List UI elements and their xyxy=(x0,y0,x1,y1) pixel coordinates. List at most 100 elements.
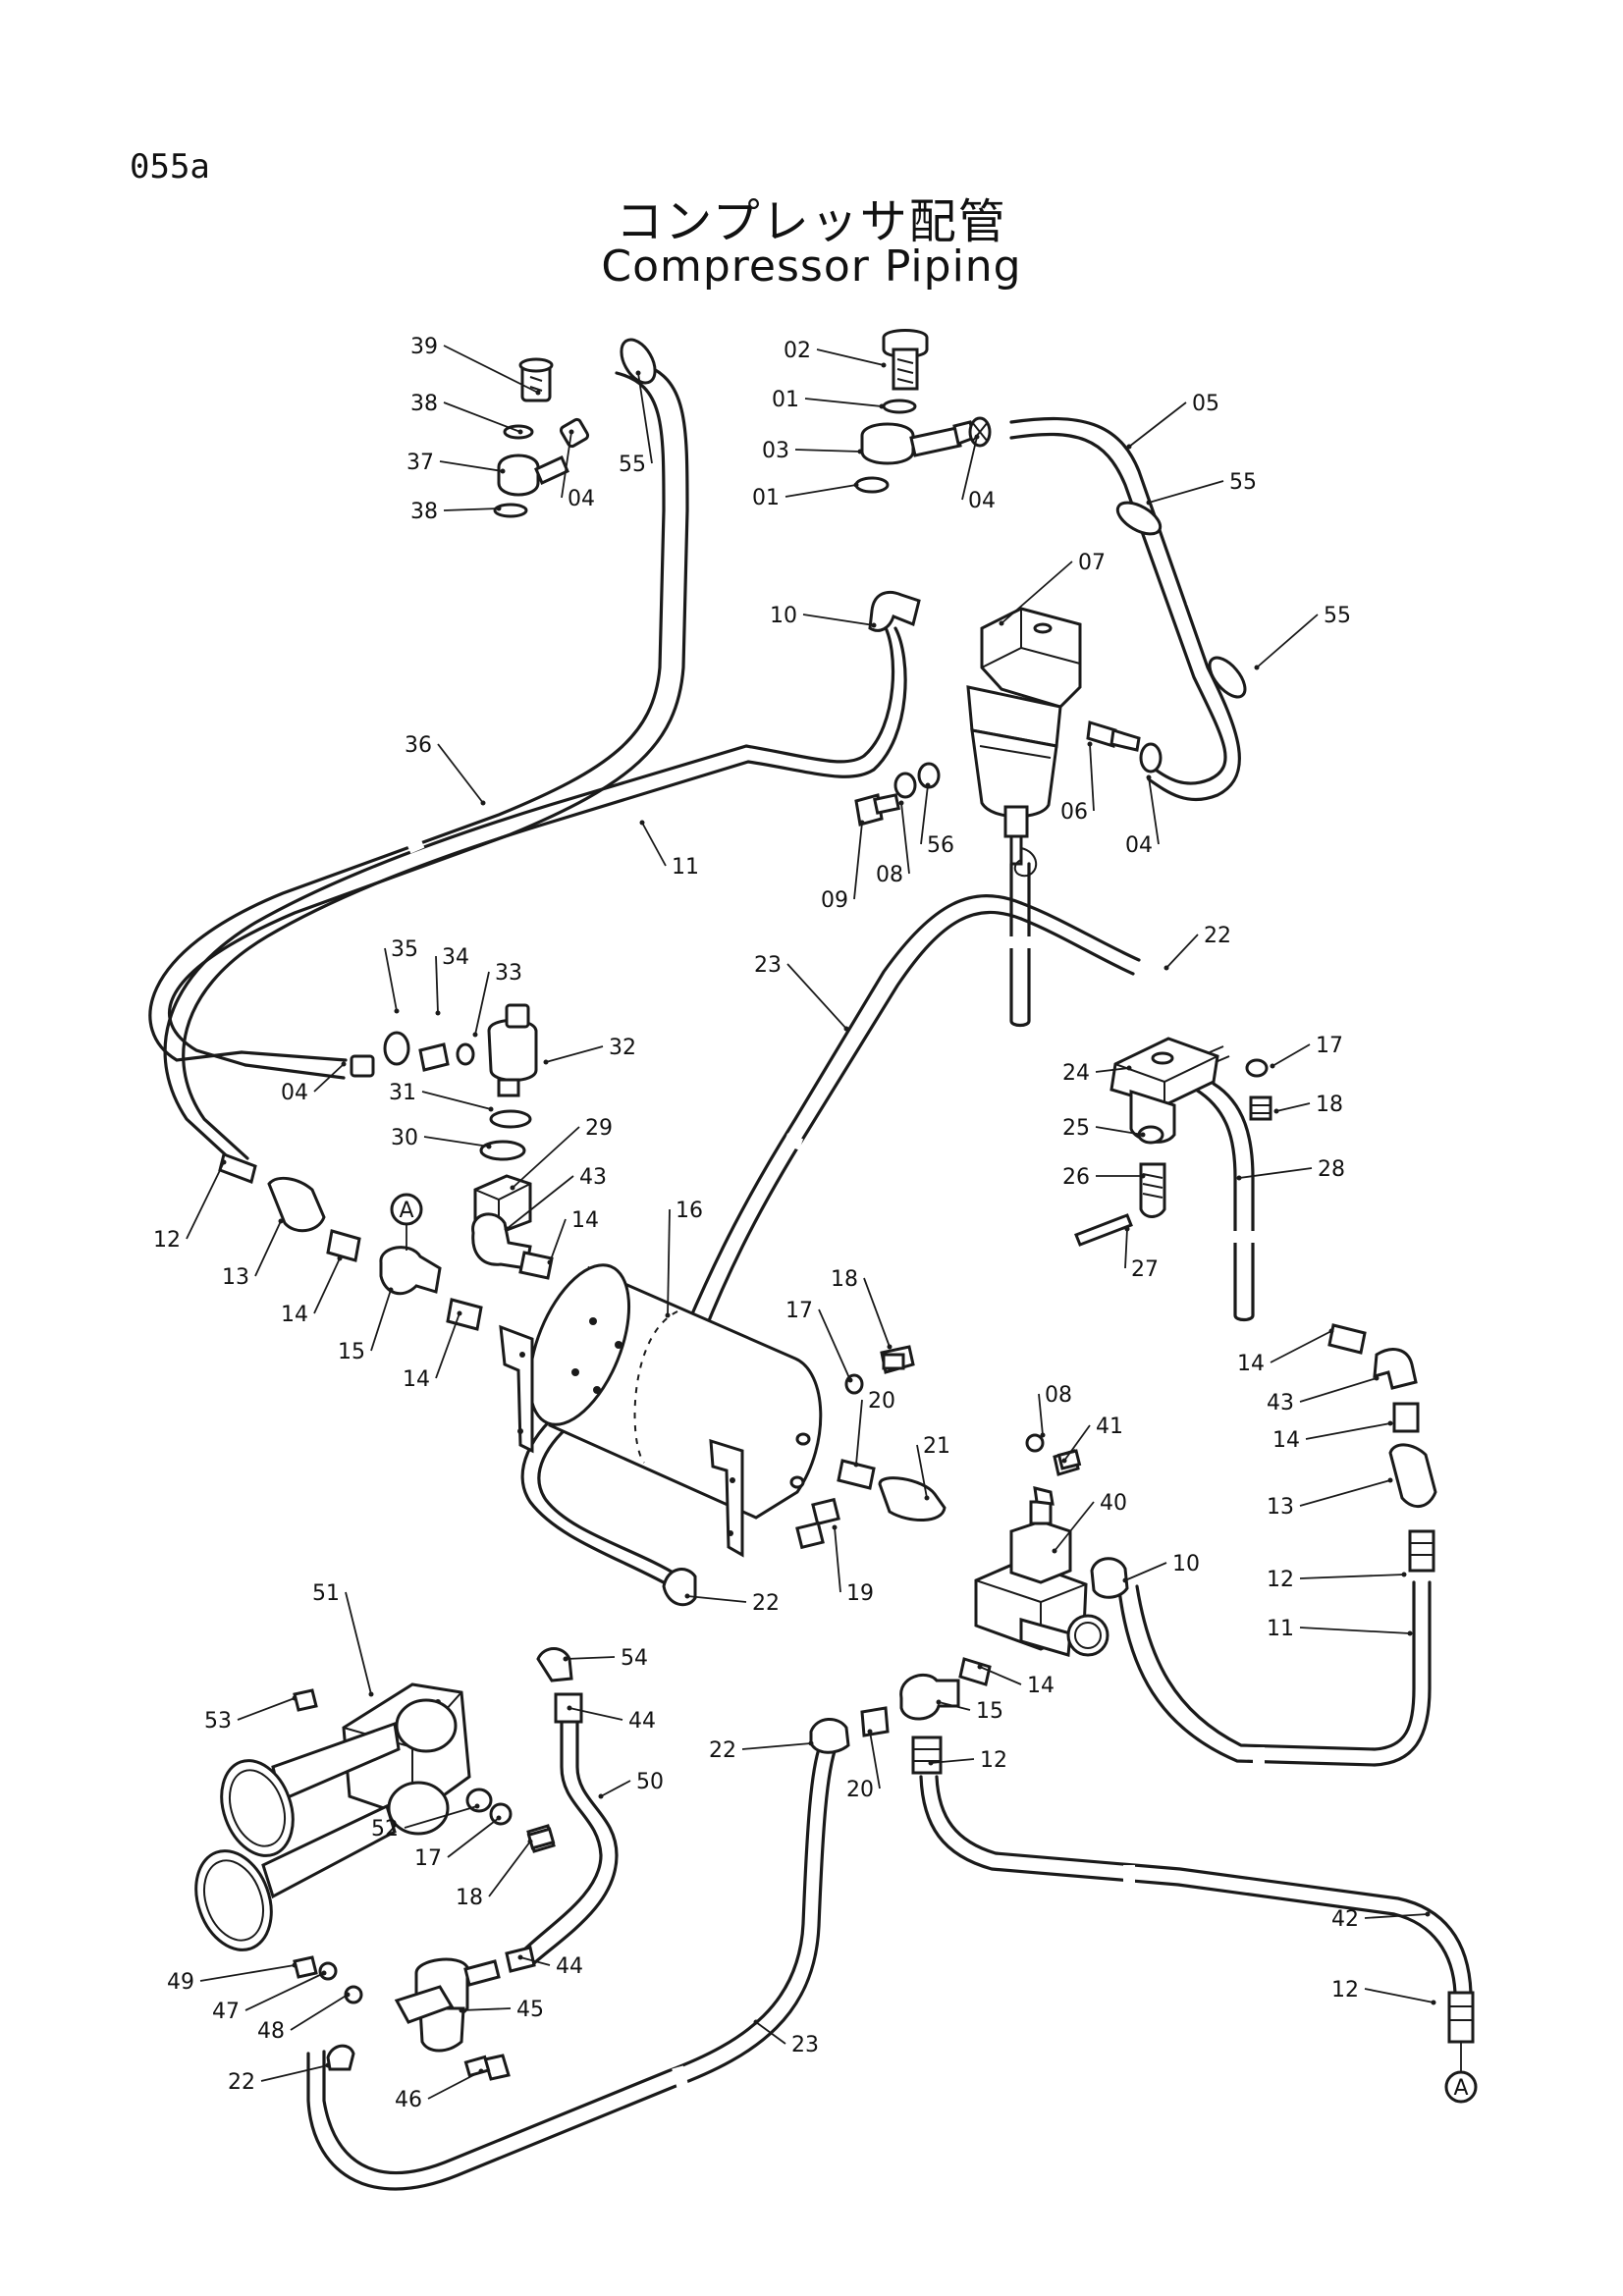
callout-arrowhead xyxy=(480,800,486,806)
callout-leader xyxy=(260,2064,329,2082)
callout-31: 31 xyxy=(389,1081,494,1112)
clamp-04-top-right xyxy=(968,416,992,448)
callout-arrowhead xyxy=(925,782,931,788)
callout-leader xyxy=(1275,1102,1311,1112)
hose-11-upper xyxy=(163,622,907,1166)
callout-leader xyxy=(1271,1043,1311,1067)
callout-arrowhead xyxy=(847,1377,853,1383)
hose-36 xyxy=(148,361,689,1067)
callout-number: 40 xyxy=(1100,1491,1127,1516)
callout-12: 12 xyxy=(1267,1568,1407,1592)
callout-leader xyxy=(930,1758,975,1764)
callout-arrowhead xyxy=(292,1695,298,1701)
callout-number: 14 xyxy=(1237,1352,1265,1376)
air-filter-07 xyxy=(966,607,1141,878)
callout-number: 12 xyxy=(1331,1978,1359,2002)
callout-number: 01 xyxy=(772,388,799,412)
callout-leader xyxy=(1270,1330,1332,1363)
callout-arrowhead xyxy=(1328,1328,1334,1334)
callout-arrowhead xyxy=(337,1255,343,1261)
valve-24-assembly xyxy=(1074,1037,1230,1247)
callout-number: 28 xyxy=(1318,1157,1345,1182)
callout-number: 55 xyxy=(1324,604,1351,628)
callout-arrowhead xyxy=(1140,1173,1146,1179)
callout-43: 43 xyxy=(504,1165,607,1232)
callout-15: 15 xyxy=(338,1287,394,1364)
marker-a-label: A xyxy=(1453,2076,1468,2101)
callout-leader xyxy=(938,1701,971,1711)
hose-lines xyxy=(148,338,1473,2191)
callout-leader xyxy=(1148,776,1160,845)
callout-26: 26 xyxy=(1062,1165,1146,1190)
callout-leader xyxy=(1299,1377,1378,1403)
callout-number: 43 xyxy=(579,1165,607,1190)
callout-12: 12 xyxy=(928,1748,1007,1773)
callout-arrowhead xyxy=(832,1524,838,1530)
callout-leader xyxy=(519,1956,551,1966)
callout-number: 18 xyxy=(1316,1093,1343,1117)
callout-arrowhead xyxy=(567,1705,572,1711)
callout-number: 18 xyxy=(456,1886,483,1910)
hose-gap xyxy=(783,1133,804,1150)
callout-number: 35 xyxy=(391,937,418,962)
callout-25: 25 xyxy=(1062,1116,1146,1141)
callout-number: 56 xyxy=(927,833,954,858)
callout-number: 20 xyxy=(868,1389,895,1414)
callout-arrowhead xyxy=(1407,1630,1413,1636)
callout-number: 20 xyxy=(846,1778,874,1802)
callout-arrowhead xyxy=(486,1144,492,1149)
callout-arrowhead xyxy=(368,1691,374,1697)
callout-06: 06 xyxy=(1060,741,1095,825)
callout-number: 27 xyxy=(1131,1257,1159,1282)
callout-33: 33 xyxy=(472,961,522,1038)
clamp-04-filter xyxy=(1139,742,1163,774)
callout-number: 14 xyxy=(1027,1674,1055,1698)
callout-leader xyxy=(641,822,667,867)
callout-number: 01 xyxy=(752,486,780,510)
callout-41: 41 xyxy=(1061,1415,1123,1464)
callout-48: 48 xyxy=(257,1992,351,2044)
callout-13: 13 xyxy=(1267,1477,1393,1520)
callout-number: 21 xyxy=(923,1434,950,1459)
callout-leader xyxy=(784,484,857,498)
callout-number: 55 xyxy=(619,453,646,477)
callout-19: 19 xyxy=(832,1524,874,1606)
callout-arrowhead xyxy=(867,1729,873,1735)
callout-number: 55 xyxy=(1229,470,1257,495)
pressure-valve-40 xyxy=(974,1433,1129,1657)
callout-34: 34 xyxy=(435,945,469,1016)
callout-number: 03 xyxy=(762,439,789,463)
hose-36-left-end xyxy=(240,1050,348,1080)
callout-leader xyxy=(816,348,885,366)
callout-arrowhead xyxy=(278,1218,284,1224)
callout-arrowhead xyxy=(1236,1175,1242,1181)
hose-gap xyxy=(1186,596,1206,614)
callout-leader xyxy=(384,947,398,1012)
callout-arrowhead xyxy=(1387,1420,1393,1426)
connection-marker-a-bottom: A xyxy=(1444,1991,1478,2104)
callout-arrowhead xyxy=(1254,665,1260,670)
callout-arrowhead xyxy=(881,362,887,368)
callout-number: 45 xyxy=(516,1998,544,2022)
callout-leader xyxy=(313,1257,341,1314)
callout-35: 35 xyxy=(384,937,418,1014)
elbow-10-top xyxy=(868,590,921,632)
callout-27: 27 xyxy=(1124,1226,1159,1282)
callout-leader xyxy=(370,1289,392,1352)
callout-number: 34 xyxy=(442,945,469,970)
callout-leader xyxy=(404,1805,478,1829)
callout-23: 23 xyxy=(753,2019,819,2057)
callout-05: 05 xyxy=(1126,392,1219,450)
callout-11: 11 xyxy=(1267,1617,1413,1641)
callout-arrowhead xyxy=(898,800,904,806)
callout-leader xyxy=(920,784,929,845)
callout-arrowhead xyxy=(292,1962,298,1968)
callout-leader xyxy=(834,1526,841,1593)
callout-number: 04 xyxy=(1125,833,1153,858)
title-japanese: コンプレッサ配管 xyxy=(616,194,1007,249)
callout-55: 55 xyxy=(619,370,653,477)
callout-arrowhead xyxy=(859,820,865,826)
callout-arrowhead xyxy=(843,1026,849,1032)
hose-28 xyxy=(1194,1082,1255,1322)
